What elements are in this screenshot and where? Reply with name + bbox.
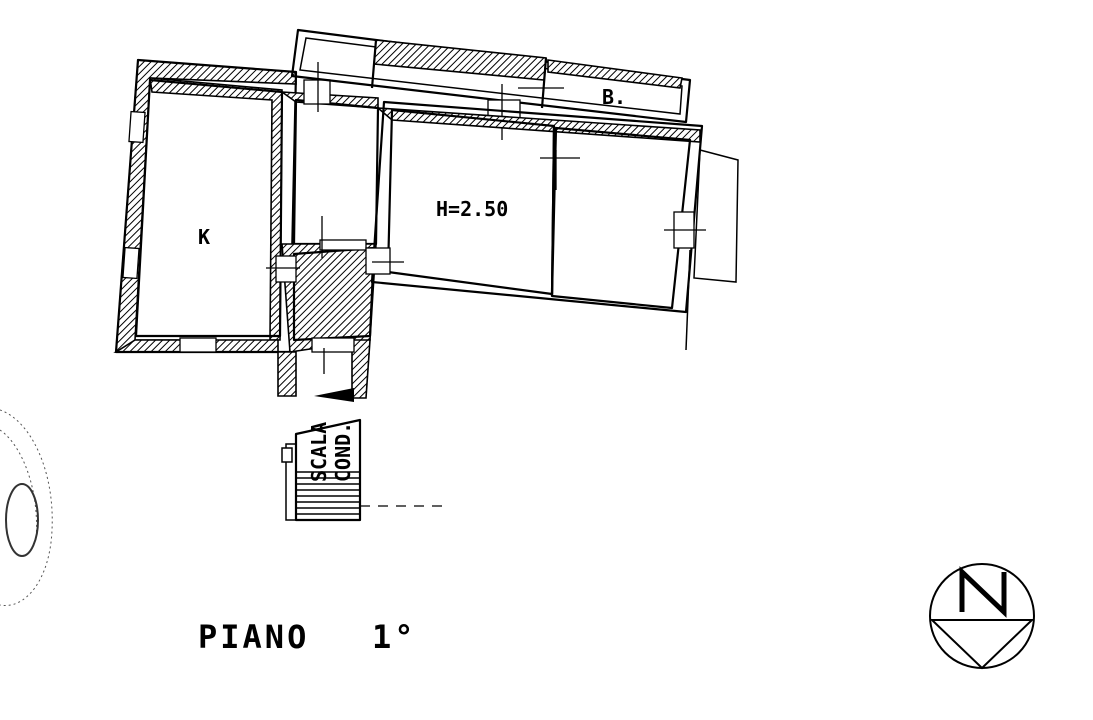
room-kitchen [113, 58, 298, 354]
north-arrow-icon: N [929, 563, 1035, 670]
room-label-kitchen: K [198, 225, 210, 249]
room-label-bath: B. [602, 85, 626, 109]
balcony-strip [290, 28, 692, 140]
room-main [365, 100, 704, 314]
room-corridor-bottom [266, 216, 377, 399]
north-label: N [982, 609, 983, 611]
stair-label-line1: SCALA [307, 422, 331, 482]
room-corridor-top [279, 62, 380, 246]
room-right [540, 125, 706, 351]
plan-title: PIANO [198, 618, 309, 656]
room-label-height: H=2.50 [436, 197, 508, 221]
stair-label-line2: COND. [331, 422, 355, 482]
scan-artifact [0, 409, 53, 607]
balcony-right [693, 149, 739, 283]
staircase: SCALA COND. [281, 348, 444, 522]
floor-number: 1° [372, 618, 417, 656]
